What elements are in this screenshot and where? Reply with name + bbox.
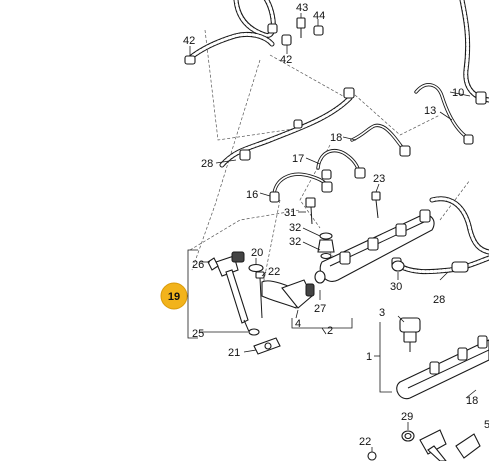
highlighted-callout-19[interactable]: 19 [160,282,188,310]
label-26: 26 [192,259,204,271]
fuel-rail-1 [396,335,489,400]
clamp-21 [253,337,281,355]
hose-clamp [184,55,196,65]
valve-4 [261,279,315,309]
pipe-17 [316,148,366,180]
label-2: 2 [327,325,333,337]
label-32: 32 [289,236,301,248]
label-44: 44 [313,10,325,22]
injector-lower [367,429,481,461]
callout-badge[interactable] [160,282,188,310]
clip-26 [207,257,219,271]
label-4: 4 [295,318,301,330]
seal-32 [317,232,335,260]
rail-bracket-2 [291,318,353,335]
bolt-31 [305,197,316,225]
label-17: 17 [292,153,304,165]
bolt-43 [296,17,306,38]
label-leaders [189,46,477,452]
label-42: 42 [183,35,195,47]
pipe-18 [350,123,411,157]
injector-19 [215,251,251,335]
label-10: 10 [452,87,464,99]
label-3: 3 [379,307,385,319]
part-number-labels: 43 44 42 42 10 13 18 28 17 16 23 31 32 3… [183,2,489,448]
label-18: 18 [330,132,342,144]
label-32: 32 [289,222,301,234]
label-13: 13 [424,105,436,117]
rail-bracket-1 [374,322,392,393]
hose-clamp [267,23,278,34]
label-42: 42 [280,54,292,66]
label-27: 27 [314,303,326,315]
bolt-23 [371,191,381,219]
nut-44 [313,19,324,36]
clamp-42b [281,34,292,54]
label-21: 21 [228,347,240,359]
hose-10-13 [414,0,489,145]
hose-28-upper [219,87,355,168]
label-20: 20 [251,247,263,259]
nut-30 [391,260,405,272]
seal-20 [248,263,264,273]
label-18: 18 [466,395,478,407]
seal-25 [248,328,260,336]
pipe-16 [269,172,333,203]
label-5: 5 [484,419,489,431]
label-1: 1 [366,351,372,363]
label-29: 29 [401,411,413,423]
label-16: 16 [246,189,258,201]
label-31: 31 [284,207,296,219]
label-22: 22 [359,436,371,448]
sensor-3 [399,317,421,352]
fuel-rail-2 [314,209,435,284]
label-43: 43 [296,2,308,14]
label-22: 22 [268,266,280,278]
label-28: 28 [433,294,445,306]
bolt-22 [255,271,265,319]
label-28: 28 [201,158,213,170]
callout-number: 19 [168,291,180,303]
label-30: 30 [390,281,402,293]
seal-29 [401,430,415,442]
label-25: 25 [192,328,204,340]
hose-42-top [184,0,278,65]
label-23: 23 [373,173,385,185]
